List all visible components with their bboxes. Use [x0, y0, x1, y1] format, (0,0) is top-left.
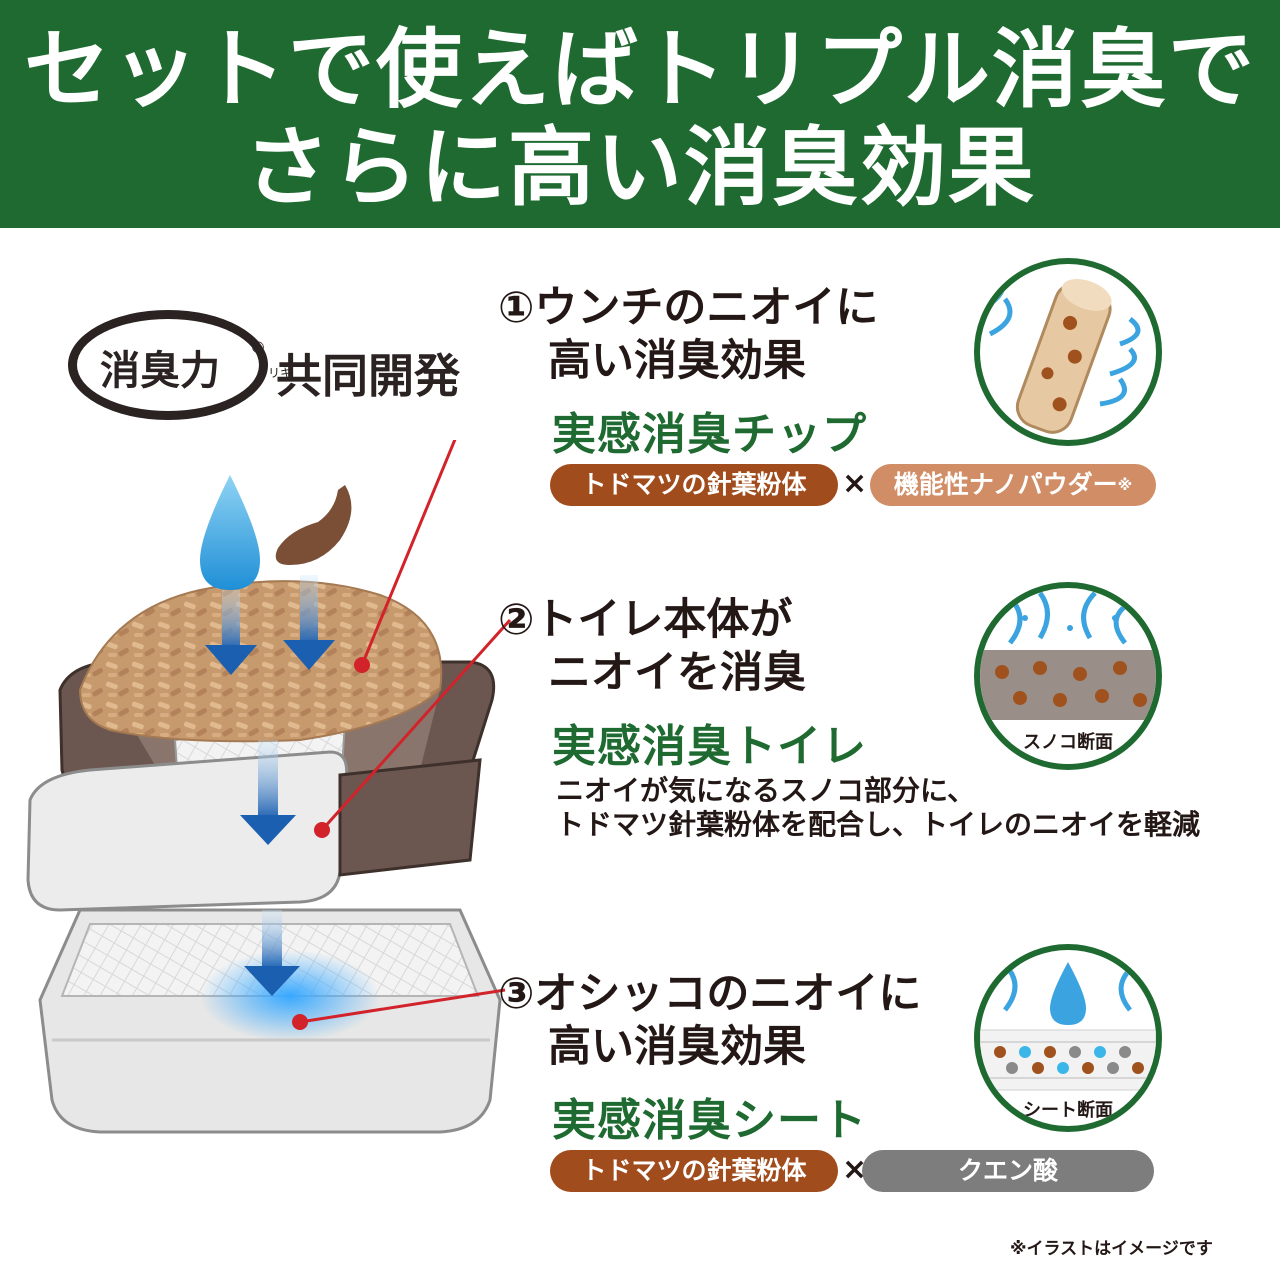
- section-1-product-name: 実感消臭チップ: [552, 409, 867, 460]
- brand-ruby: リキ: [268, 366, 293, 380]
- sheet-badge-label: シート断面: [1023, 1100, 1113, 1121]
- section-2-description-line-2: トドマツ針葉粉体を配合し、トイレのニオイを軽減: [556, 808, 1201, 841]
- sheet-section-icon: [980, 962, 1156, 1091]
- water-drop-icon: [200, 475, 260, 590]
- section-1-ingredient-2: 機能性ナノパウダー※: [870, 464, 1156, 506]
- collab-logo: 消臭力 ® リキ 共同開発: [68, 310, 488, 430]
- litter-box-illustration: [26, 440, 512, 1134]
- section-1-ingredient-1: トドマツの針葉粉体: [550, 464, 838, 506]
- headline-line-1: セットで使えばトリプル消臭で: [24, 20, 1256, 120]
- section-3-heading-line-2: 高い消臭効果: [548, 1022, 806, 1072]
- section-2-heading-line-1: ②トイレ本体が: [498, 595, 793, 645]
- pellet-icon: [988, 272, 1141, 434]
- collab-label: 共同開発: [276, 349, 460, 403]
- headline-line-2: さらに高い消臭効果: [244, 118, 1036, 218]
- headline-banner: セットで使えばトリプル消臭で さらに高い消臭効果: [0, 0, 1280, 228]
- brand-name: 消臭力: [100, 348, 220, 394]
- chip-badge: [974, 258, 1162, 446]
- grate-badge-label: スノコ断面: [1023, 732, 1113, 753]
- section-2-product-name: 実感消臭トイレ: [552, 721, 867, 772]
- section-3-ingredient-2: クエン酸: [862, 1150, 1154, 1192]
- stool-icon: [275, 485, 352, 565]
- brand-oval: [68, 310, 268, 420]
- sheet-badge: シート断面: [974, 944, 1162, 1132]
- registered-mark: ®: [250, 338, 266, 357]
- grate-badge: スノコ断面: [974, 582, 1162, 770]
- section-3-product-name: 実感消臭シート: [552, 1095, 867, 1146]
- grate-section-icon: [980, 591, 1156, 720]
- pellet-pile: [78, 580, 443, 743]
- bottom-tray: [38, 908, 502, 1134]
- footnote: ※イラストはイメージです: [1010, 1239, 1213, 1259]
- section-3-heading-line-1: ③オシッコのニオイに: [498, 969, 922, 1019]
- flow-arrows: [205, 575, 335, 996]
- section-2-heading-line-2: ニオイを消臭: [548, 648, 806, 698]
- section-1-heading-line-2: 高い消臭効果: [548, 336, 806, 386]
- section-2-description-line-1: ニオイが気になるスノコ部分に、: [556, 774, 976, 807]
- leader-lines: [292, 440, 512, 1030]
- section-3-ingredient-1: トドマツの針葉粉体: [550, 1150, 838, 1192]
- section-1-heading-line-1: ①ウンチのニオイに: [498, 283, 879, 333]
- section-1-times: ×: [842, 466, 868, 501]
